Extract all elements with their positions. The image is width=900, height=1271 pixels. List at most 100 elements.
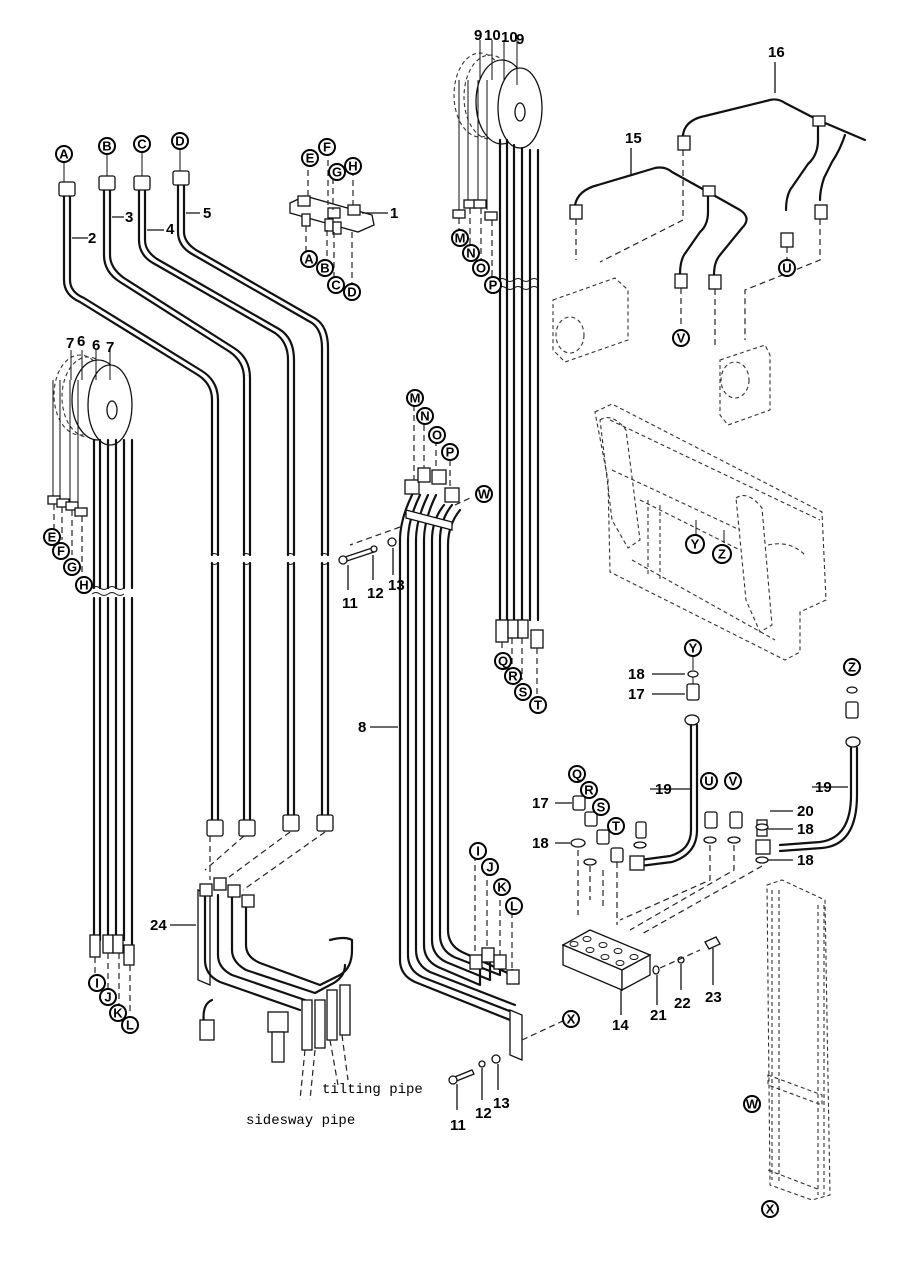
svg-text:T: T — [534, 698, 542, 713]
svg-text:E: E — [306, 151, 315, 166]
svg-text:C: C — [331, 278, 341, 293]
part-number-6-left: 6 — [77, 333, 85, 350]
svg-text:Z: Z — [718, 547, 726, 562]
hose-assembly-left — [629, 670, 700, 871]
svg-text:D: D — [175, 134, 184, 149]
svg-text:Q: Q — [498, 654, 508, 669]
marker-W-mast: W — [743, 1095, 761, 1113]
part-number-4: 4 — [166, 221, 175, 238]
pipe-group-2-5 — [58, 170, 334, 891]
marker-P-reel: P — [484, 276, 502, 294]
manifold-part-24 — [170, 877, 354, 1101]
marker-K-reel: K — [109, 1004, 127, 1022]
part-number-17-b: 17 — [532, 795, 549, 812]
svg-text:E: E — [48, 530, 57, 545]
marker-Y-frame: Y — [685, 534, 705, 554]
marker-V-manifold: V — [724, 772, 742, 790]
mast-channel — [766, 879, 831, 1201]
marker-S-reel: S — [514, 683, 532, 701]
svg-text:O: O — [432, 428, 442, 443]
svg-text:W: W — [478, 487, 491, 502]
marker-L-pipe8: L — [505, 897, 523, 915]
svg-text:F: F — [323, 140, 331, 155]
part-number-20: 20 — [797, 803, 814, 820]
marker-V-pipe15: V — [672, 329, 690, 347]
svg-text:S: S — [519, 685, 528, 700]
marker-D-top: D — [171, 132, 189, 171]
svg-text:U: U — [782, 261, 791, 276]
part-number-11-lower: 11 — [450, 1117, 466, 1134]
svg-text:T: T — [612, 819, 620, 834]
marker-N-pipe8: N — [416, 407, 434, 425]
part-number-13-lower: 13 — [493, 1095, 510, 1112]
marker-A-top: A — [55, 145, 73, 182]
marker-X-pipe8: X — [562, 1010, 580, 1028]
svg-text:H: H — [348, 159, 357, 174]
bolt-set-upper — [338, 537, 397, 590]
svg-text:U: U — [704, 774, 713, 789]
fitting-column — [555, 795, 763, 936]
svg-text:H: H — [79, 578, 88, 593]
part-number-18-b: 18 — [797, 821, 814, 838]
marker-T-reel: T — [529, 696, 547, 714]
part-number-19-a: 19 — [655, 781, 672, 798]
svg-text:M: M — [410, 391, 421, 406]
marker-P-pipe8: P — [441, 443, 459, 461]
hose-assembly-right — [755, 686, 861, 864]
marker-R-manifold: R — [580, 781, 598, 799]
svg-text:M: M — [455, 231, 466, 246]
part-number-1: 1 — [390, 205, 398, 222]
tilt-cylinder-left — [552, 277, 629, 363]
part-number-12-lower: 12 — [475, 1105, 492, 1122]
part-number-13-upper: 13 — [388, 577, 405, 594]
part-number-19-b: 19 — [815, 779, 832, 796]
svg-text:K: K — [113, 1006, 123, 1021]
part-number-23: 23 — [705, 989, 722, 1006]
svg-text:N: N — [420, 409, 429, 424]
marker-R-reel: R — [504, 667, 522, 685]
svg-text:A: A — [59, 147, 69, 162]
svg-text:F: F — [57, 544, 65, 559]
part-number-7-right: 7 — [106, 339, 114, 356]
marker-M-pipe8: M — [406, 389, 424, 407]
marker-O-pipe8: O — [428, 426, 446, 444]
marker-D-block: D — [343, 283, 361, 301]
pipe-group-15-16 — [569, 62, 867, 345]
svg-text:P: P — [446, 445, 455, 460]
part-number-7-left: 7 — [66, 335, 74, 352]
marker-A-block: A — [300, 250, 318, 268]
marker-F-block: F — [318, 138, 336, 156]
marker-G-reel: G — [63, 558, 81, 576]
svg-text:A: A — [304, 252, 314, 267]
part-number-17-a: 17 — [628, 686, 645, 703]
svg-text:V: V — [677, 331, 686, 346]
part-number-18-c: 18 — [797, 852, 814, 869]
manifold-block-part-14 — [561, 929, 721, 1015]
part-number-8: 8 — [358, 719, 366, 736]
marker-J-pipe8: J — [481, 858, 499, 876]
svg-text:L: L — [126, 1018, 134, 1033]
block-part-1 — [289, 160, 388, 286]
pipe-group-8 — [349, 405, 566, 1061]
svg-text:X: X — [567, 1012, 576, 1027]
part-number-10-right: 10 — [501, 29, 518, 46]
marker-Y-hose: Y — [684, 639, 702, 670]
marker-Z-frame: Z — [712, 544, 732, 564]
svg-text:J: J — [486, 860, 493, 875]
marker-F-reel: F — [52, 542, 70, 560]
svg-text:G: G — [332, 165, 342, 180]
part-number-6-right: 6 — [92, 337, 100, 354]
marker-C-top: C — [133, 135, 151, 176]
right-hose-reel — [452, 40, 544, 698]
marker-W-pipe8: W — [475, 485, 493, 503]
marker-N-reel: N — [462, 244, 480, 262]
svg-text:Z: Z — [848, 660, 856, 675]
left-hose-reel — [47, 350, 135, 1015]
marker-Q-manifold: Q — [568, 765, 586, 783]
part-number-9-left: 9 — [474, 27, 482, 44]
nut — [133, 175, 151, 191]
svg-text:L: L — [510, 899, 518, 914]
marker-T-manifold: T — [607, 817, 625, 835]
svg-text:Q: Q — [572, 767, 582, 782]
